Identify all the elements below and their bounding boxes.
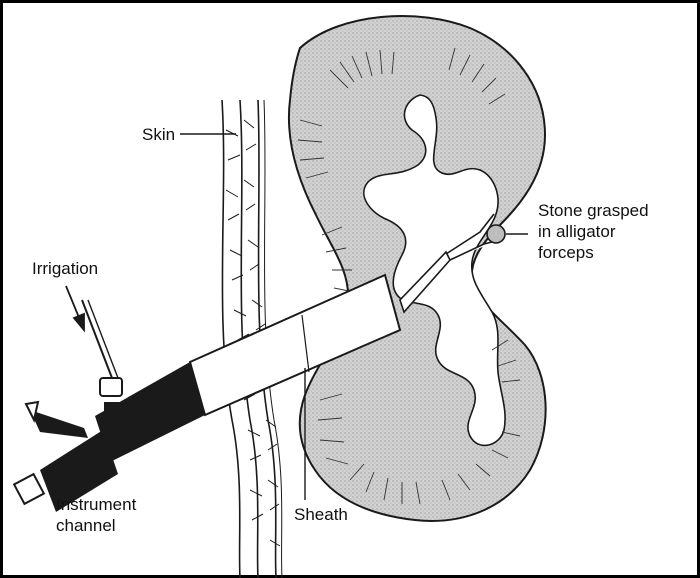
irrigation-arrow	[66, 286, 84, 330]
label-irrigation: Irrigation	[32, 258, 98, 279]
label-instrument-channel: Instrument channel	[56, 494, 136, 536]
label-skin: Skin	[142, 124, 175, 145]
nephroscope-body	[14, 300, 205, 512]
stone	[487, 225, 505, 243]
label-sheath: Sheath	[294, 504, 348, 525]
label-stone: Stone grasped in alligator forceps	[538, 200, 649, 263]
